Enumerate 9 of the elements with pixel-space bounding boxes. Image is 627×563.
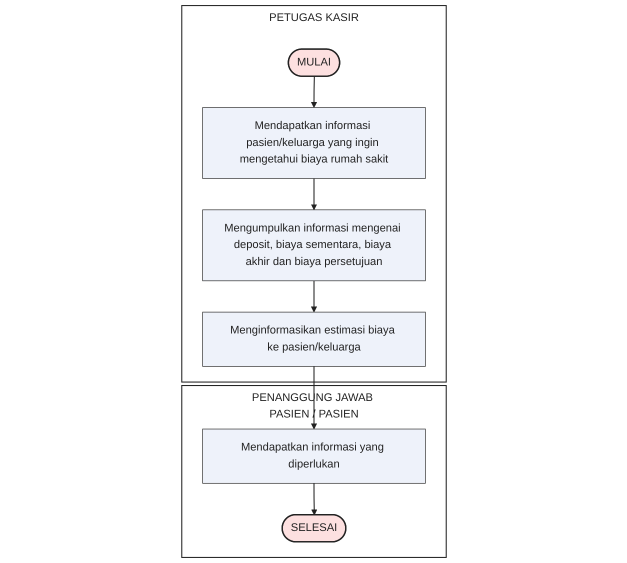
arrow (310, 366, 317, 430)
arrow (310, 178, 317, 210)
node-box: Menginformasikan estimasi biaya ke pasien/keluarga (202, 312, 426, 367)
arrow (310, 76, 317, 108)
arrow (310, 280, 317, 312)
node-box: Mendapatkan informasi yang diperlukan (202, 428, 426, 484)
arrow (310, 483, 317, 516)
node-box: Mendapatkan informasi pasien/keluarga yang ingin mengetahui biaya rumah sakit (202, 107, 426, 179)
node-box: Mengumpulkan informasi mengenai deposit, biaya sementara, biaya akhir dan biaya persetujuan (202, 209, 426, 282)
